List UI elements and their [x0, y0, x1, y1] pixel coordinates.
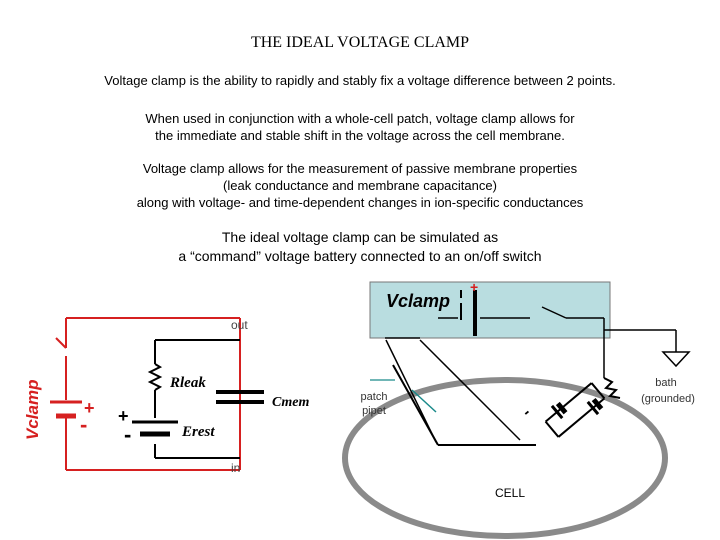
command-battery-plus: +	[470, 279, 478, 295]
whole-cell-line-1: When used in conjunction with a whole-ce…	[145, 111, 575, 126]
measurement-line-3: along with voltage- and time-dependent c…	[136, 195, 584, 210]
cmem-label: Cmem	[272, 395, 309, 410]
rleak-label: Rleak	[169, 375, 206, 391]
membrane-patch-resistor	[603, 377, 621, 399]
whole-cell-paragraph: When used in conjunction with a whole-ce…	[0, 110, 720, 144]
intro-line-1: Voltage clamp is the ability to rapidly …	[104, 73, 616, 88]
clamp-battery-plus: +	[84, 398, 95, 418]
cell-label: CELL	[495, 486, 525, 500]
rest-battery-plus: +	[118, 406, 129, 426]
vclamp-left-label: Vclamp	[23, 380, 42, 440]
intro-paragraph: Voltage clamp is the ability to rapidly …	[0, 72, 720, 89]
patch-pipet-label-2: pipet	[362, 405, 386, 417]
ground-icon	[661, 351, 691, 368]
simulation-line-2: a “command” voltage battery connected to…	[178, 248, 542, 264]
measurement-line-2: (leak conductance and membrane capacitan…	[223, 178, 497, 193]
clamp-battery	[50, 400, 82, 419]
bath-label-2: (grounded)	[641, 393, 695, 405]
membrane-patch-element	[544, 382, 606, 438]
on-off-switch	[385, 306, 677, 378]
measurement-paragraph: Voltage clamp allows for the measurement…	[0, 160, 720, 211]
simulation-line-1: The ideal voltage clamp can be simulated…	[221, 229, 499, 245]
rest-battery	[132, 420, 178, 437]
out-label: out	[231, 318, 248, 332]
whole-cell-line-2: the immediate and stable shift in the vo…	[155, 128, 565, 143]
clamp-battery-minus: -	[80, 412, 87, 437]
page-title: THE IDEAL VOLTAGE CLAMP	[250, 34, 470, 51]
bath-label-1: bath	[655, 377, 676, 389]
patch-pipet-label-1: patch	[361, 391, 388, 403]
cell-body	[342, 377, 668, 539]
in-label: in	[231, 461, 240, 475]
measurement-line-1: Voltage clamp allows for the measurement…	[142, 161, 578, 176]
command-battery	[460, 290, 477, 336]
erest-label: Erest	[181, 424, 215, 440]
vclamp-top-label: Vclamp	[386, 291, 450, 311]
patch-minus: -	[519, 404, 534, 420]
command-panel	[369, 281, 611, 339]
simulation-paragraph: The ideal voltage clamp can be simulated…	[0, 228, 720, 266]
patch-pipette	[370, 339, 536, 446]
rest-battery-minus: -	[124, 422, 131, 447]
membrane-branches	[147, 339, 264, 459]
voltage-clamp-circuit-diagram: Vclamp + bath (grounded) + -	[23, 279, 695, 539]
